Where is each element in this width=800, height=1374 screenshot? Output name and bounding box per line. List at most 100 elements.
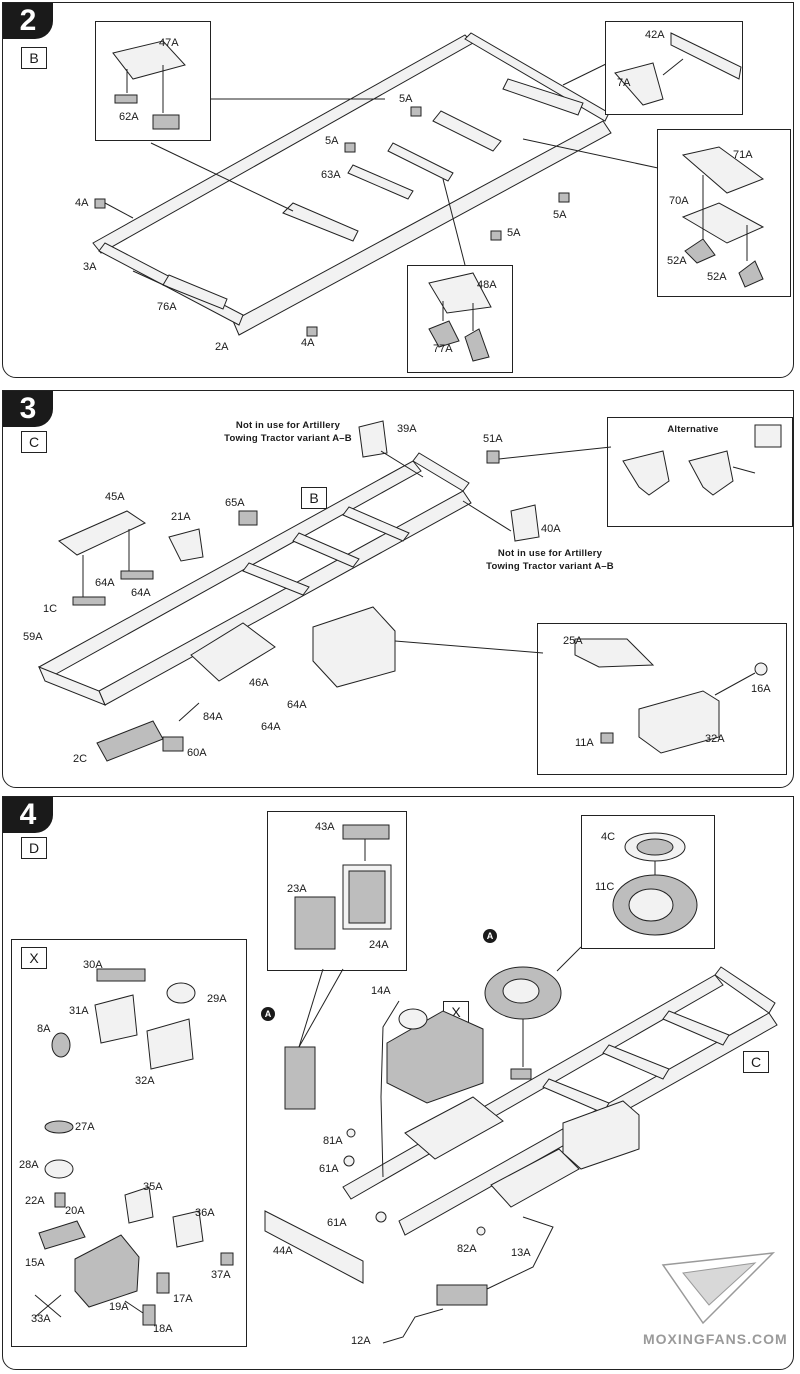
part-5a-3 bbox=[490, 230, 502, 241]
label-71a: 71A bbox=[733, 149, 753, 161]
inset-part-11 bbox=[600, 732, 614, 744]
part-5a-2 bbox=[344, 142, 356, 153]
variant-badge-a-wheel: A bbox=[483, 929, 497, 943]
label-70a: 70A bbox=[669, 195, 689, 207]
label-45a: 45A bbox=[105, 491, 125, 503]
step-46 bbox=[190, 622, 276, 682]
bracket-39 bbox=[358, 420, 388, 458]
spring-2c bbox=[96, 720, 164, 762]
label-47a: 47A bbox=[159, 37, 179, 49]
alt-bracket-b bbox=[688, 450, 734, 496]
part-31 bbox=[94, 994, 138, 1044]
label-24a: 24A bbox=[369, 939, 389, 951]
part-5a-4 bbox=[558, 192, 570, 203]
label-4a-left: 4A bbox=[75, 197, 89, 209]
label-81a: 81A bbox=[323, 1135, 343, 1147]
engine-subassembly-tag: X bbox=[21, 947, 47, 969]
label-5a-1: 5A bbox=[399, 93, 413, 105]
part-35 bbox=[124, 1186, 154, 1224]
alt-bracket-a bbox=[622, 450, 670, 496]
label-52a-2: 52A bbox=[707, 271, 727, 283]
label-84a: 84A bbox=[203, 711, 223, 723]
crossmember-mid bbox=[282, 202, 359, 242]
label-5a-2: 5A bbox=[325, 135, 339, 147]
engine-chassis-diagram bbox=[34, 824, 778, 1344]
label-20a: 20A bbox=[65, 1205, 85, 1217]
label-43a: 43A bbox=[315, 821, 335, 833]
crossmember-c bbox=[662, 1010, 730, 1046]
assembly-tag: C bbox=[21, 431, 47, 453]
rear-crossmember bbox=[714, 966, 776, 1014]
variant-note-mid: Not in use for Artillery Towing Tractor … bbox=[486, 548, 614, 572]
label-4c: 4C bbox=[601, 831, 616, 843]
bracket-64b bbox=[120, 570, 154, 580]
part-51 bbox=[486, 450, 500, 464]
engine-block-sub bbox=[74, 1234, 140, 1308]
watermark-text: MOXINGFANS.COM bbox=[643, 1331, 788, 1347]
inset-part-25 bbox=[574, 638, 655, 668]
variant-note-top: Not in use for Artillery Towing Tractor … bbox=[224, 420, 352, 444]
alternative-title: Alternative bbox=[667, 424, 719, 435]
label-64a-1: 64A bbox=[95, 577, 115, 589]
muffler bbox=[436, 1284, 488, 1306]
label-2a: 2A bbox=[215, 341, 229, 353]
label-2c: 2C bbox=[73, 753, 88, 765]
label-21a: 21A bbox=[171, 511, 191, 523]
label-32a: 32A bbox=[705, 733, 725, 745]
part-82 bbox=[476, 1226, 486, 1236]
label-4a-right: 4A bbox=[301, 337, 315, 349]
label-39a: 39A bbox=[397, 423, 417, 435]
step-4-panel: 4 D X X C A A bbox=[2, 796, 794, 1370]
part-24-inner bbox=[348, 870, 386, 924]
step-number: 3 bbox=[3, 391, 53, 427]
crossmember-c bbox=[342, 506, 410, 542]
label-3a: 3A bbox=[83, 261, 97, 273]
bracket-21 bbox=[168, 528, 204, 562]
label-44a: 44A bbox=[273, 1245, 293, 1257]
crossmember-a bbox=[542, 1078, 610, 1114]
step-3-panel: 3 C B Not in use for Artillery Towing Tr… bbox=[2, 390, 794, 788]
label-22a: 22A bbox=[25, 1195, 45, 1207]
label-63a: 63A bbox=[321, 169, 341, 181]
exhaust-pipe-13 bbox=[486, 1216, 554, 1290]
part-60 bbox=[162, 736, 184, 752]
label-65a: 65A bbox=[225, 497, 245, 509]
label-40a: 40A bbox=[541, 523, 561, 535]
label-7a: 7A bbox=[617, 77, 631, 89]
bracket-64a bbox=[72, 596, 106, 606]
label-23a: 23A bbox=[287, 883, 307, 895]
label-64a-3: 64A bbox=[287, 699, 307, 711]
step-number: 2 bbox=[3, 3, 53, 39]
label-14a: 14A bbox=[371, 985, 391, 997]
label-82a: 82A bbox=[457, 1243, 477, 1255]
rear-crossmember bbox=[412, 452, 470, 492]
label-25a: 25A bbox=[563, 635, 583, 647]
label-28a: 28A bbox=[19, 1159, 39, 1171]
step-2-panel: 2 B bbox=[2, 2, 794, 378]
chassis-diagram bbox=[38, 420, 782, 762]
part-20 bbox=[38, 1220, 86, 1250]
part-22 bbox=[54, 1192, 66, 1208]
part-19 bbox=[124, 1300, 144, 1314]
part-27 bbox=[44, 1120, 74, 1134]
label-35a: 35A bbox=[143, 1181, 163, 1193]
crossmember-rear bbox=[432, 110, 502, 152]
battery-box bbox=[312, 606, 396, 688]
label-64a-2: 64A bbox=[131, 587, 151, 599]
inset-parts bbox=[112, 32, 765, 362]
label-16a: 16A bbox=[751, 683, 771, 695]
crossmember-63 bbox=[347, 164, 414, 200]
part-81 bbox=[346, 1128, 356, 1138]
part-4a-right bbox=[306, 326, 318, 337]
part-43 bbox=[342, 824, 390, 840]
part-18 bbox=[142, 1304, 156, 1326]
label-76a: 76A bbox=[157, 301, 177, 313]
label-12a: 12A bbox=[351, 1335, 371, 1347]
part-5a-1 bbox=[410, 106, 422, 117]
radiator bbox=[284, 1046, 316, 1110]
fan-blade-b bbox=[34, 1294, 62, 1318]
crossmember-b bbox=[602, 1044, 670, 1080]
label-33a: 33A bbox=[31, 1313, 51, 1325]
fuel-line-14 bbox=[380, 1000, 400, 1178]
label-42a: 42A bbox=[645, 29, 665, 41]
